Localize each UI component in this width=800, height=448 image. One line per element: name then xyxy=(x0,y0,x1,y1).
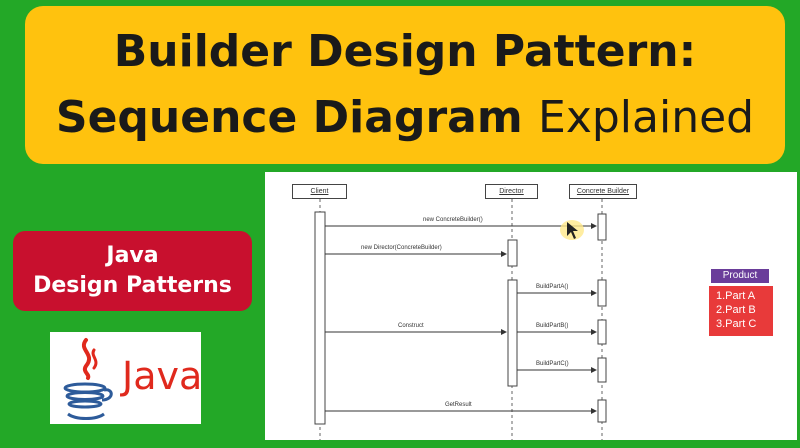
product-part-b: 2.Part B xyxy=(716,304,756,316)
title-line-2-bold: Sequence Diagram xyxy=(55,92,523,143)
java-logo-text: Java xyxy=(122,354,203,398)
message-label-getresult: GetResult xyxy=(445,402,472,408)
message-label-buildpartb: BuildPartB() xyxy=(536,323,569,329)
message-label-construct: Construct xyxy=(398,323,424,329)
lifeline-client: Client xyxy=(292,184,347,199)
message-label-buildparta: BuildPartA() xyxy=(536,284,569,290)
activation-director-2 xyxy=(507,279,518,387)
sequence-diagram-canvas xyxy=(314,199,607,440)
activation-builder-3 xyxy=(597,319,607,345)
sequence-diagram: Client Director Concrete Builder new Con… xyxy=(265,172,797,440)
title-banner: Builder Design Pattern: Sequence Diagram… xyxy=(25,6,785,164)
title-line-2-light: Explained xyxy=(538,92,755,143)
activation-builder-5 xyxy=(597,399,607,423)
product-parts: 1.Part A 2.Part B 3.Part C xyxy=(709,286,773,336)
series-badge: Java Design Patterns xyxy=(13,231,252,311)
activation-client xyxy=(314,211,326,425)
java-logo: Java xyxy=(50,332,203,424)
activation-builder-2 xyxy=(597,279,607,307)
product-part-c: 3.Part C xyxy=(716,318,757,330)
activation-director-1 xyxy=(507,239,518,267)
java-coffee-cup-icon xyxy=(63,338,113,420)
lifeline-concrete-builder: Concrete Builder xyxy=(569,184,637,199)
message-label-buildpartc: BuildPartC() xyxy=(536,361,569,367)
series-line-1: Java xyxy=(106,243,159,268)
mouse-cursor-icon xyxy=(567,222,578,239)
activation-builder-4 xyxy=(597,357,607,383)
activation-builder-1 xyxy=(597,213,607,241)
title-line-2: Sequence Diagram Explained xyxy=(25,92,785,143)
title-line-1: Builder Design Pattern: xyxy=(113,26,697,77)
product-label: Product xyxy=(711,269,769,283)
series-line-2: Design Patterns xyxy=(33,273,232,298)
product-part-a: 1.Part A xyxy=(716,290,756,302)
message-label-new-concretebuilder: new ConcreteBuilder() xyxy=(423,217,483,223)
message-label-new-director: new Director(ConcreteBuilder) xyxy=(361,245,442,251)
lifeline-director: Director xyxy=(485,184,538,199)
